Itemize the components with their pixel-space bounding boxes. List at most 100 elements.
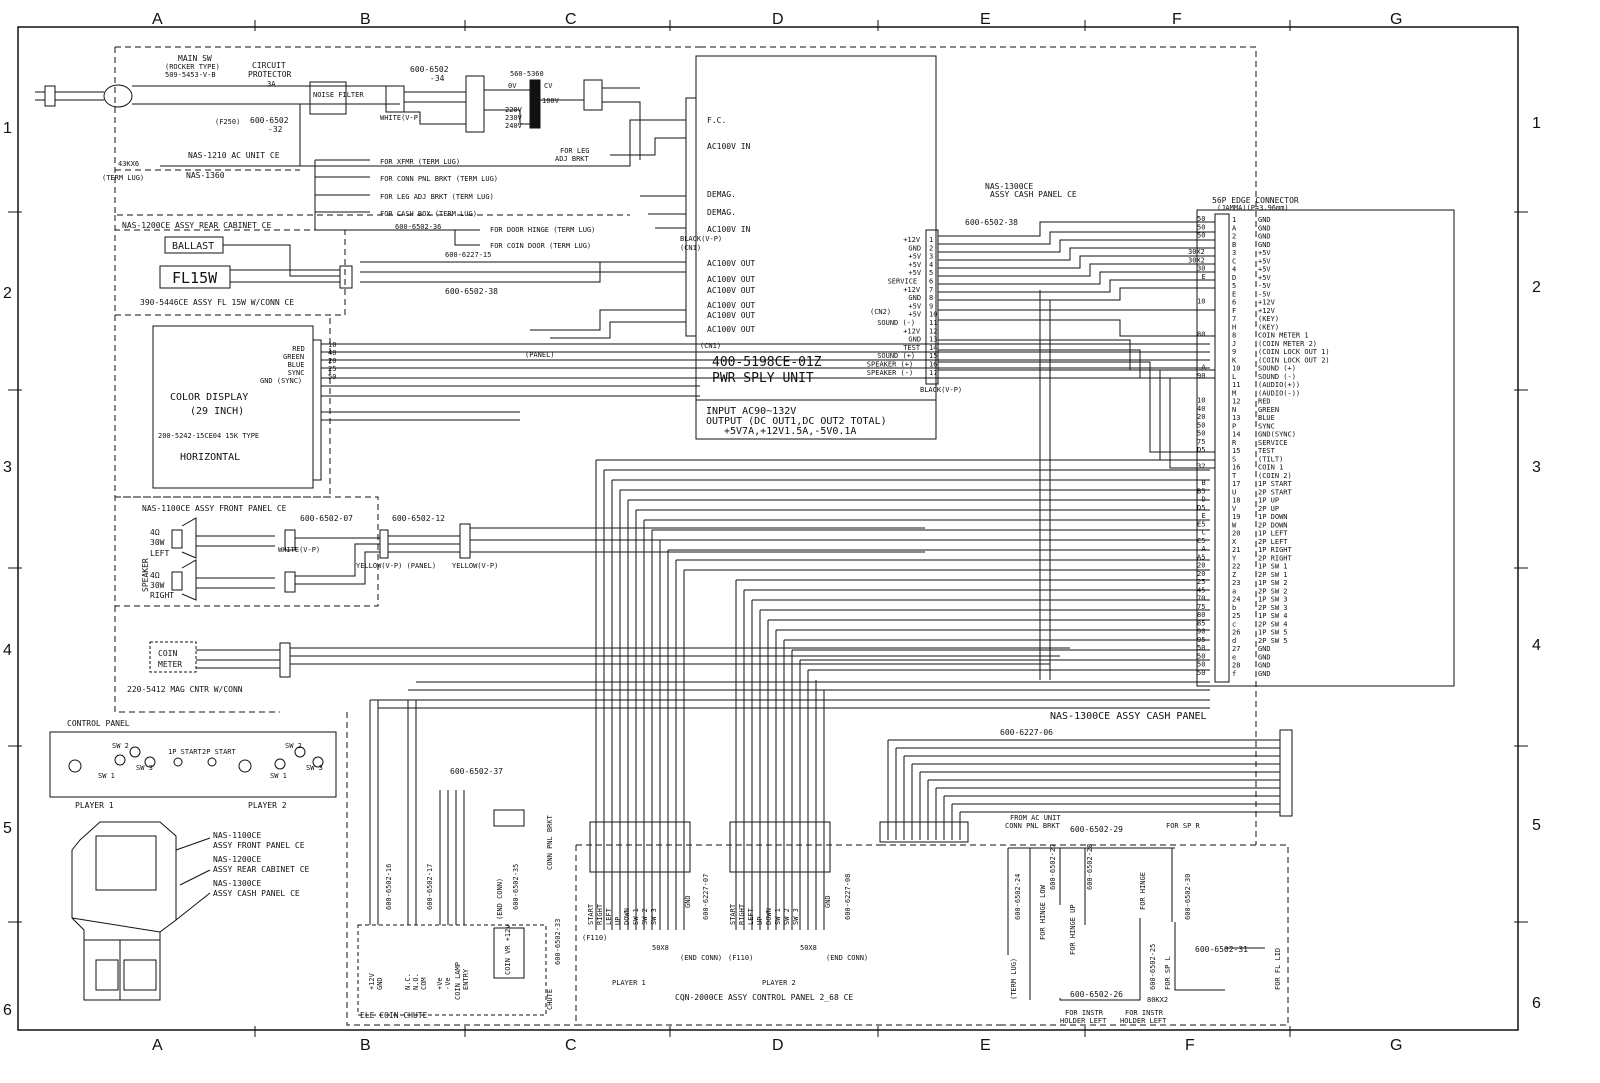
cabinet-rear2: ASSY REAR CABINET CE bbox=[213, 865, 310, 874]
ac-unit-title: NAS-1210 AC UNIT CE bbox=[188, 151, 280, 160]
edge-pin-number: e bbox=[1232, 653, 1236, 661]
col-label-f: F bbox=[1172, 11, 1182, 28]
row-label-3: 3 bbox=[3, 459, 12, 476]
v0-label: 0V bbox=[508, 82, 517, 90]
edge-pin-wire: 50 bbox=[1197, 430, 1205, 438]
display-signal-label: BLUE bbox=[288, 361, 305, 369]
row-label-1: 1 bbox=[3, 120, 12, 137]
edge-pin-signal: (AUDIO(+)) bbox=[1258, 381, 1300, 389]
edge-pin-number: M bbox=[1232, 389, 1236, 397]
psu-cn1-connector bbox=[685, 97, 697, 337]
edge-pin-wire: A5 bbox=[1197, 553, 1205, 561]
edge-pin-signal: 2P START bbox=[1258, 488, 1293, 496]
player2-f110: (F110) bbox=[728, 954, 753, 962]
edge-pin-number: L bbox=[1232, 373, 1236, 381]
player-x8-2: 50X8 bbox=[800, 944, 817, 952]
edge-pin-signal: 1P RIGHT bbox=[1258, 546, 1293, 554]
row-label-3-right: 3 bbox=[1532, 459, 1541, 476]
col-label-c-bottom: C bbox=[565, 1037, 577, 1054]
xfmr-label: 560-5360 bbox=[510, 70, 544, 78]
edge-pin-wire: B bbox=[1202, 479, 1206, 487]
edge-pin-number: E bbox=[1232, 290, 1236, 298]
ac-unit-box bbox=[114, 46, 700, 216]
lug-leg-adj: FOR LEG ADJ BRKT (TERM LUG) bbox=[380, 193, 494, 201]
player1-input-label: SW 1 bbox=[632, 908, 640, 925]
br-instr-left4: HOLDER LEFT bbox=[1120, 1017, 1167, 1025]
cabinet-cash: NAS-1300CE bbox=[213, 879, 261, 888]
cp-start1: 1P START bbox=[168, 748, 203, 756]
edge-pin-signal: (COIN 2) bbox=[1258, 472, 1292, 480]
psu-output: OUTPUT (DC OUT1,DC OUT2 TOTAL) bbox=[706, 416, 887, 427]
edge-pin-signal: +12V bbox=[1258, 299, 1276, 307]
cn2-pin-number: 3 bbox=[929, 253, 933, 261]
br-part-30: 600-6502-30 bbox=[1184, 874, 1192, 920]
edge-pin-signal: COIN 1 bbox=[1258, 464, 1283, 472]
cash-panel-labels: NAS-1300CE ASSY CASH PANEL CE 600-6502-3… bbox=[965, 182, 1207, 737]
display-signal-label: SYNC bbox=[288, 369, 305, 377]
coin-chute-entry: ENTRY bbox=[462, 968, 470, 990]
display-orient: HORIZONTAL bbox=[180, 452, 240, 463]
edge-pin-signal: 2P SW 5 bbox=[1258, 637, 1288, 645]
white-vp-label: WHITE(V-P) bbox=[380, 114, 422, 122]
edge-pin-number: 14 bbox=[1232, 431, 1240, 439]
lug-conn-pnl: FOR CONN PNL BRKT (TERM LUG) bbox=[380, 175, 498, 183]
display-signal-label: GREEN bbox=[283, 353, 304, 361]
edge-pin-signal: 2P DOWN bbox=[1258, 521, 1288, 529]
cn2-pin-label: +12V bbox=[903, 286, 921, 294]
edge-pin-signal: (KEY) bbox=[1258, 323, 1279, 331]
edge-pin-wire: E bbox=[1202, 512, 1206, 520]
edge-pin-wire: 80 bbox=[1197, 611, 1205, 619]
col-label-b-bottom: B bbox=[360, 1037, 371, 1054]
col-label-g: G bbox=[1390, 11, 1402, 28]
edge-pin-number: 5 bbox=[1232, 282, 1236, 290]
edge-pin-number: d bbox=[1232, 637, 1236, 645]
player1-input-label: SW 2 bbox=[641, 908, 649, 925]
cn2-pin-label: SPEAKER (-) bbox=[867, 369, 913, 377]
lug-labels: FOR XFMR (TERM LUG) FOR CONN PNL BRKT (T… bbox=[380, 147, 595, 259]
cn2-pin-label: +5V bbox=[908, 302, 921, 310]
edge-pin-signal: SERVICE bbox=[1258, 439, 1288, 447]
main-sw-type: (ROCKER TYPE) bbox=[165, 63, 220, 71]
edge-pin-number: U bbox=[1232, 488, 1236, 496]
edge-pin-number: A bbox=[1232, 224, 1237, 232]
edge-pin-wire: C bbox=[1202, 529, 1206, 537]
br-part-29: 600-6502-29 bbox=[1070, 825, 1123, 834]
edge-pin-wire: 75 bbox=[1197, 438, 1205, 446]
row-label-5-right: 5 bbox=[1532, 817, 1541, 834]
edge-pin-wire: 30X2 bbox=[1188, 256, 1205, 264]
control-panel-buttons bbox=[68, 746, 324, 773]
edge-pin-wire: 50 bbox=[1197, 421, 1205, 429]
cn2-pin-label: +5V bbox=[908, 253, 921, 261]
edge-pin-number: P bbox=[1232, 422, 1236, 430]
edge-pin-signal: RED bbox=[1258, 398, 1271, 406]
yellow-label: YELLOW(V-P) bbox=[452, 562, 498, 570]
psu-demag-2: DEMAG. bbox=[707, 208, 736, 217]
part-32-label: 600-6502 bbox=[250, 116, 289, 125]
br-for-fl-lid: FOR FL LID bbox=[1274, 948, 1282, 990]
col-label-f-bottom: F bbox=[1185, 1037, 1195, 1054]
edge-pin-number: F bbox=[1232, 307, 1236, 315]
cp-label2: PROTECTOR bbox=[248, 70, 292, 79]
edge-pin-wire: 30 bbox=[1197, 265, 1205, 273]
cabinet-cash2: ASSY CASH PANEL CE bbox=[213, 889, 300, 898]
edge-pin-number: 20 bbox=[1232, 530, 1240, 538]
player-end-conn-1: (END CONN) bbox=[680, 954, 722, 962]
noise-filter-box bbox=[309, 81, 347, 115]
edge-pin-number: 25 bbox=[1232, 612, 1240, 620]
edge-pin-number: Y bbox=[1232, 554, 1237, 562]
edge-pin-signal: 1P SW 2 bbox=[1258, 579, 1288, 587]
coin-chute-nc: N.C. bbox=[404, 973, 412, 990]
col-label-d-bottom: D bbox=[772, 1037, 784, 1054]
edge-pin-wire: A bbox=[1202, 364, 1207, 372]
psu-demag-1: DEMAG. bbox=[707, 190, 736, 199]
edge-pin-wire: 20 bbox=[1197, 562, 1205, 570]
cp-sw2-p1: SW 2 bbox=[112, 742, 129, 750]
edge-pin-wire: 80 bbox=[1197, 331, 1205, 339]
row-label-6-right: 6 bbox=[1532, 995, 1541, 1012]
edge-pin-number: 17 bbox=[1232, 480, 1240, 488]
col-label-e: E bbox=[980, 11, 991, 28]
edge-pin-signal: +5V bbox=[1258, 266, 1271, 274]
speaker-label: SPEAKER bbox=[141, 558, 150, 592]
coin-chute-end-conn: (END CONN) bbox=[496, 878, 504, 920]
